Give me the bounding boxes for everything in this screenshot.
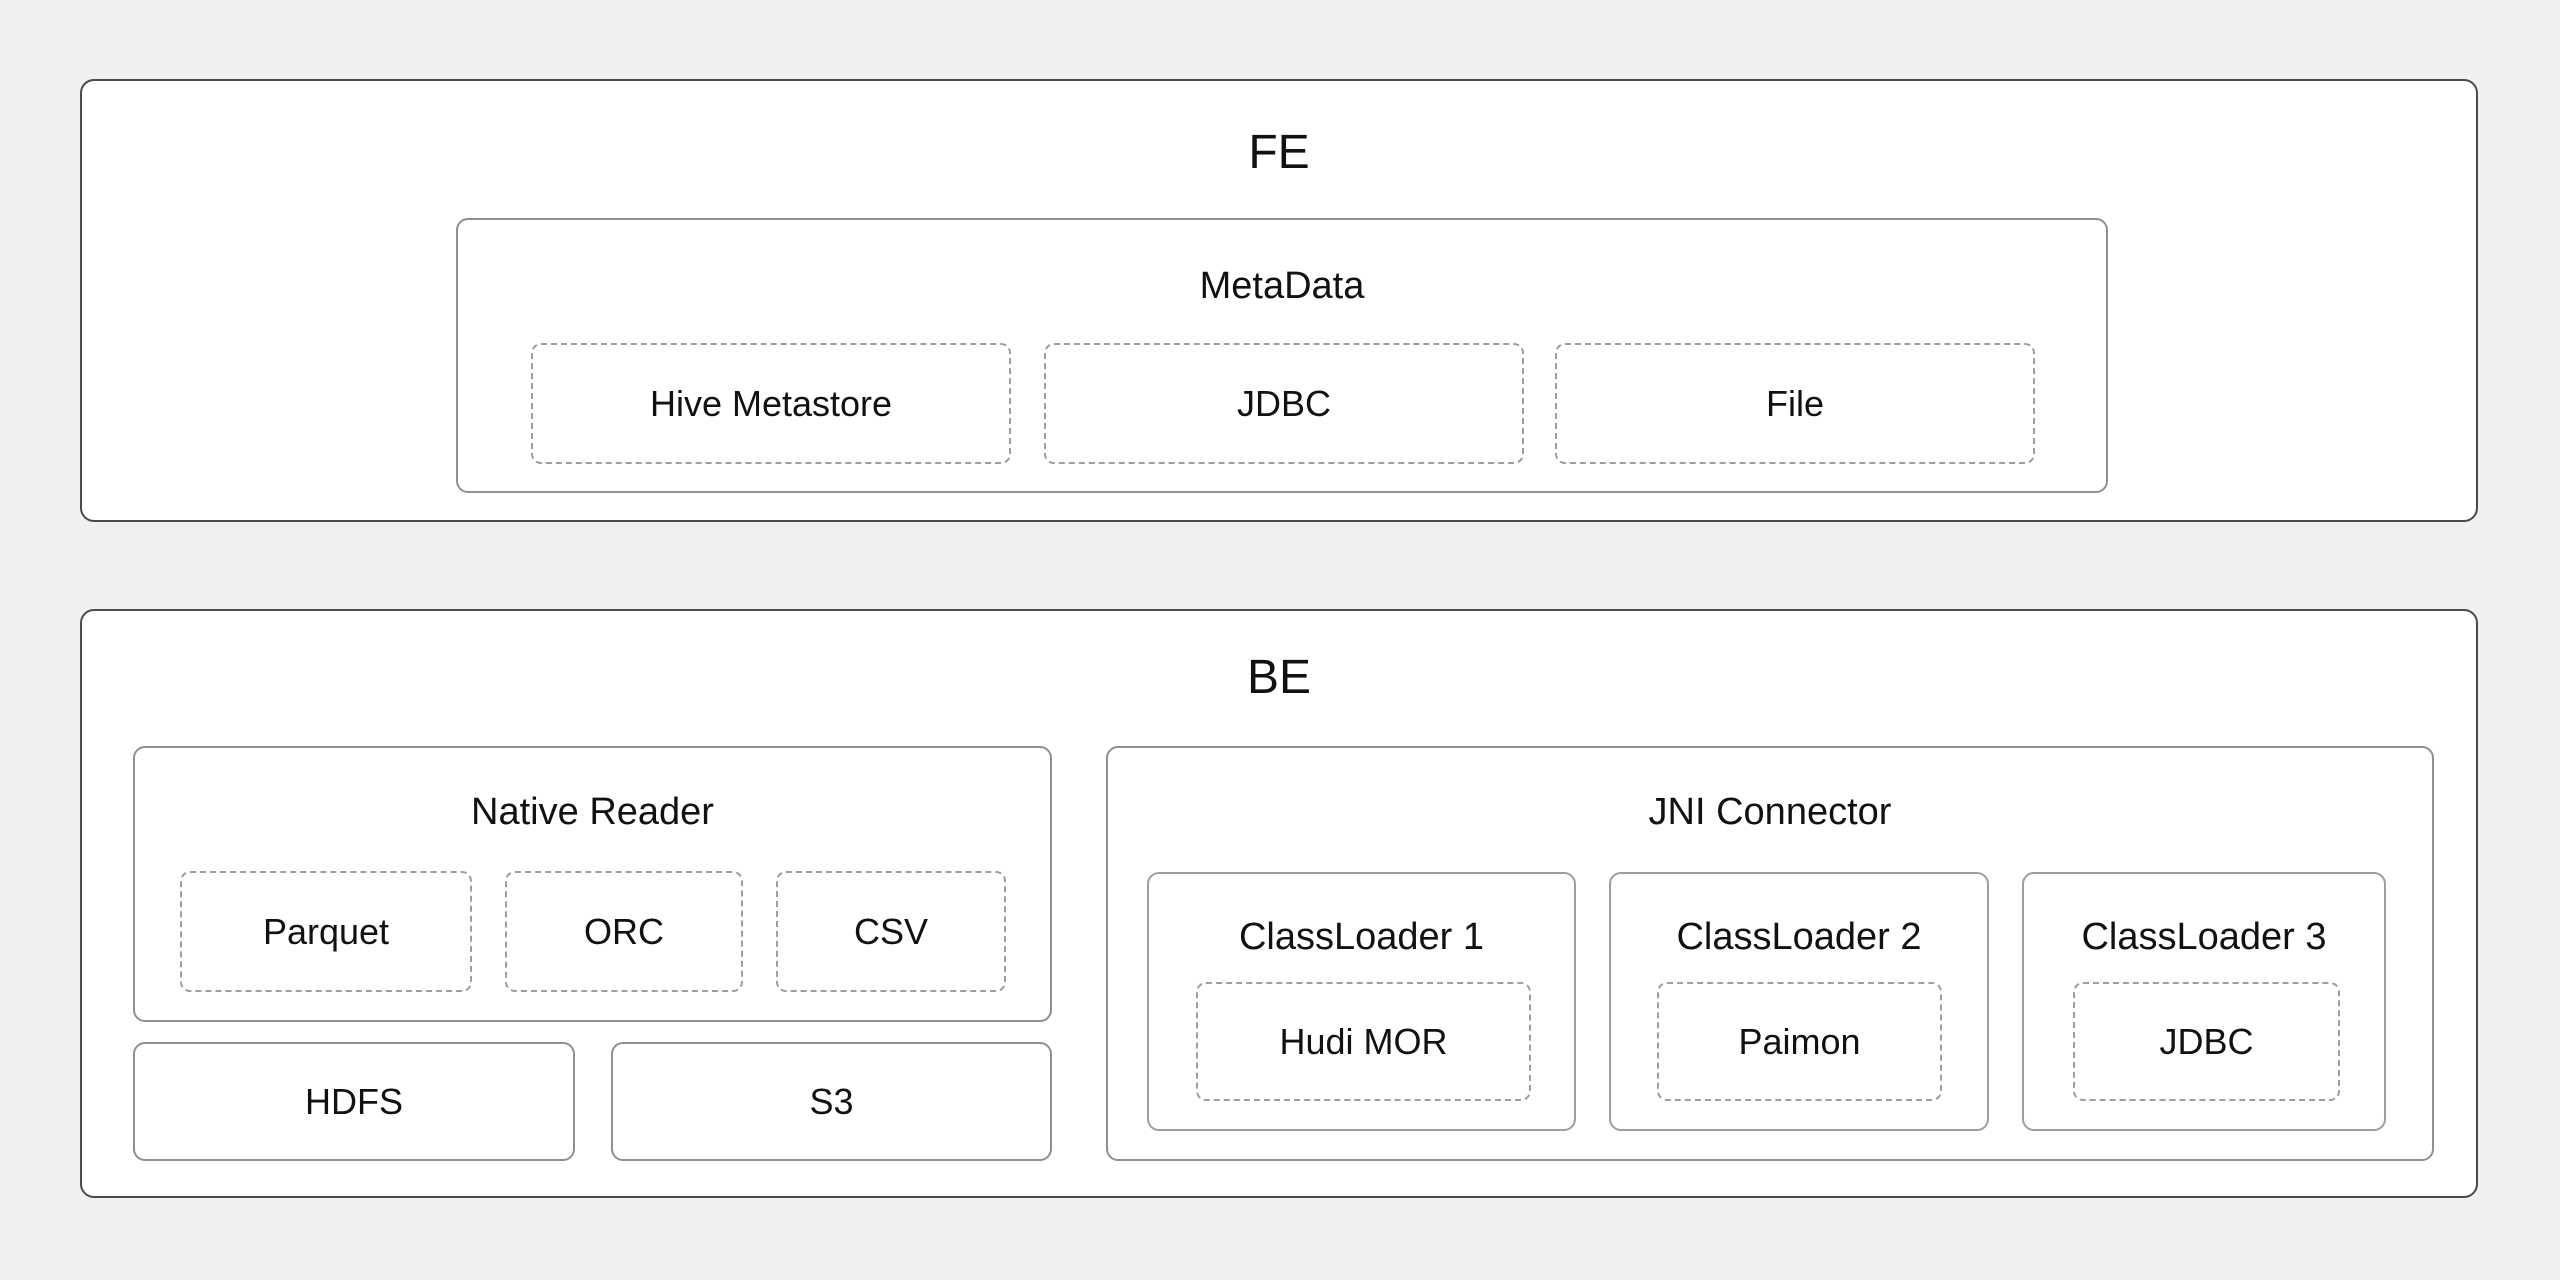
parquet-label: Parquet [262,910,390,952]
be-title: BE [1246,651,1312,704]
s3-label: S3 [809,1080,854,1122]
classloader-2-box: ClassLoader 2 Paimon [1609,872,1989,1131]
hdfs-box: HDFS [133,1042,575,1161]
classloader-1-title: ClassLoader 1 [1238,916,1485,958]
csv-label: CSV [853,910,929,952]
file-label: File [1765,382,1824,424]
paimon-box: Paimon [1657,982,1942,1101]
s3-box: S3 [611,1042,1052,1161]
hive-metastore-label: Hive Metastore [649,382,893,424]
hdfs-label: HDFS [305,1080,403,1122]
hudi-mor-label: Hudi MOR [1279,1020,1448,1062]
classloader-3-box: ClassLoader 3 JDBC [2022,872,2386,1131]
jni-connector-panel: JNI Connector ClassLoader 1 Hudi MOR Cla… [1106,746,2434,1161]
classloader-jdbc-box: JDBC [2073,982,2340,1101]
metadata-jdbc-label: JDBC [1236,382,1331,424]
parquet-box: Parquet [180,871,472,992]
be-panel: BE Native Reader Parquet ORC CSV HDFS S3… [80,609,2478,1198]
native-reader-panel: Native Reader Parquet ORC CSV [133,746,1052,1022]
orc-label: ORC [584,910,664,952]
orc-box: ORC [505,871,743,992]
classloader-3-title: ClassLoader 3 [2081,916,2327,958]
csv-box: CSV [776,871,1006,992]
hive-metastore-box: Hive Metastore [531,343,1011,464]
metadata-panel: MetaData Hive Metastore JDBC File [456,218,2108,493]
file-box: File [1555,343,2035,464]
metadata-jdbc-box: JDBC [1044,343,1524,464]
classloader-1-box: ClassLoader 1 Hudi MOR [1147,872,1576,1131]
hudi-mor-box: Hudi MOR [1196,982,1531,1101]
fe-panel: FE MetaData Hive Metastore JDBC File [80,79,2478,522]
fe-title: FE [1248,126,1310,179]
paimon-label: Paimon [1738,1020,1861,1062]
classloader-jdbc-label: JDBC [2159,1020,2254,1062]
jni-connector-title: JNI Connector [1648,791,1892,833]
native-reader-title: Native Reader [471,791,714,833]
classloader-2-title: ClassLoader 2 [1676,916,1922,958]
metadata-title: MetaData [1199,265,1365,307]
